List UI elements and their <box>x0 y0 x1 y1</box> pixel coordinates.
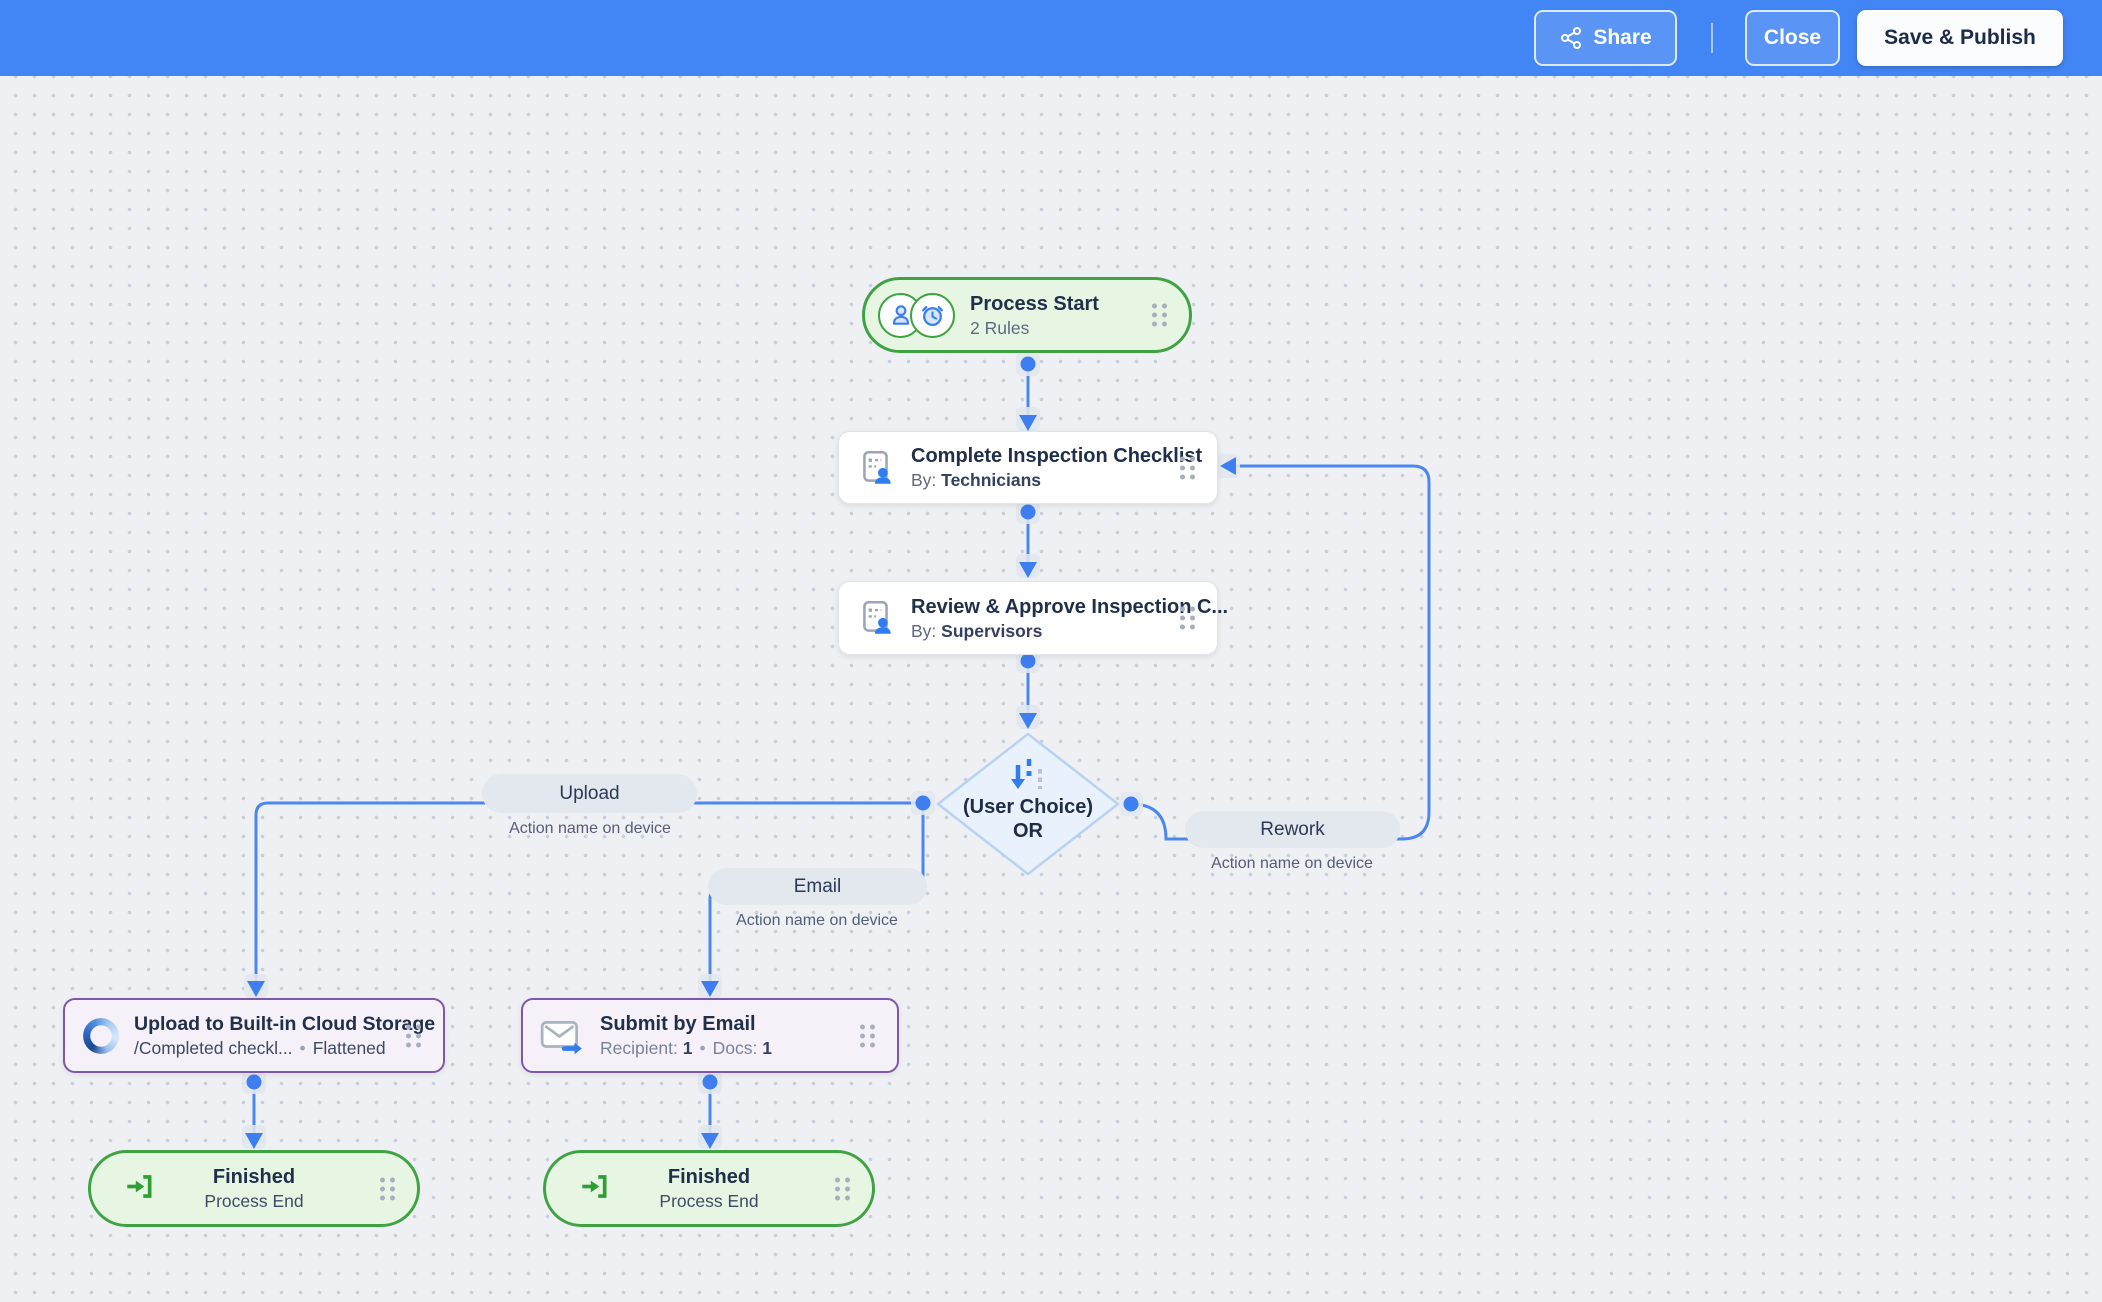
branch-caption-rework: Action name on device <box>1142 855 1442 873</box>
branch-pill-email[interactable]: Email <box>708 868 927 905</box>
document-user-icon <box>856 598 896 638</box>
alarm-clock-icon <box>910 293 955 338</box>
top-bar: Share Close Save & Publish <box>0 0 2102 76</box>
share-network-icon <box>1559 26 1583 50</box>
share-label: Share <box>1593 26 1651 50</box>
port-submit-bottom[interactable] <box>703 1075 718 1090</box>
node-review-approve[interactable]: Review & Approve Inspection C... By: Sup… <box>838 581 1218 655</box>
close-label: Close <box>1764 26 1821 50</box>
drag-handle-dots-icon[interactable] <box>380 1177 395 1200</box>
drag-handle-dots-icon[interactable] <box>835 1177 850 1200</box>
node-title: Submit by Email <box>600 1012 772 1037</box>
node-submit-email[interactable]: Submit by Email Recipient: 1•Docs: 1 <box>521 998 899 1073</box>
enter-bracket-icon <box>123 1170 155 1207</box>
drag-handle-dots-icon[interactable] <box>406 1024 421 1047</box>
node-title: Complete Inspection Checklist <box>911 444 1202 469</box>
port-start-bottom[interactable] <box>1021 357 1036 372</box>
branch-caption-email: Action name on device <box>667 912 967 930</box>
node-title: Finished <box>659 1165 758 1190</box>
node-subtitle: Process End <box>659 1190 758 1212</box>
share-button[interactable]: Share <box>1534 10 1677 66</box>
cloud-storage-ring-icon <box>83 1018 119 1054</box>
envelope-send-icon <box>539 1016 585 1056</box>
port-complete-bottom[interactable] <box>1021 505 1036 520</box>
node-subtitle: 2 Rules <box>970 317 1099 339</box>
drag-handle-dots-icon[interactable] <box>1180 456 1195 479</box>
drag-handle-dots-icon[interactable] <box>1180 607 1195 630</box>
node-finished-left[interactable]: Finished Process End <box>88 1150 420 1227</box>
branch-pill-upload[interactable]: Upload <box>482 774 697 813</box>
close-button[interactable]: Close <box>1745 10 1840 66</box>
document-user-icon <box>856 448 896 488</box>
port-cloud-bottom[interactable] <box>247 1075 262 1090</box>
save-publish-button[interactable]: Save & Publish <box>1857 10 2063 66</box>
node-title: Process Start <box>970 292 1099 317</box>
node-process-start[interactable]: Process Start 2 Rules <box>862 277 1192 353</box>
node-finished-right[interactable]: Finished Process End <box>543 1150 875 1227</box>
node-subtitle: By: Technicians <box>911 469 1202 491</box>
save-publish-label: Save & Publish <box>1884 26 2036 50</box>
enter-bracket-icon <box>578 1170 610 1207</box>
node-upload-cloud[interactable]: Upload to Built-in Cloud Storage /Comple… <box>63 998 445 1073</box>
header-divider <box>1711 23 1713 53</box>
node-complete-checklist[interactable]: Complete Inspection Checklist By: Techni… <box>838 431 1218 504</box>
drag-handle-dots-icon[interactable] <box>1152 304 1167 327</box>
branch-pill-rework[interactable]: Rework <box>1185 811 1400 848</box>
branch-caption-upload: Action name on device <box>440 820 740 838</box>
node-title: Upload to Built-in Cloud Storage <box>134 1012 435 1037</box>
node-subtitle: Recipient: 1•Docs: 1 <box>600 1037 772 1059</box>
node-subtitle: /Completed checkl...•Flattened <box>134 1037 435 1059</box>
node-subtitle: Process End <box>204 1190 303 1212</box>
branch-split-icon <box>1003 757 1049 800</box>
drag-handle-dots-icon[interactable] <box>860 1024 875 1047</box>
decision-label: (User Choice) OR <box>928 795 1128 843</box>
node-title: Finished <box>204 1165 303 1190</box>
port-review-bottom[interactable] <box>1021 654 1036 669</box>
